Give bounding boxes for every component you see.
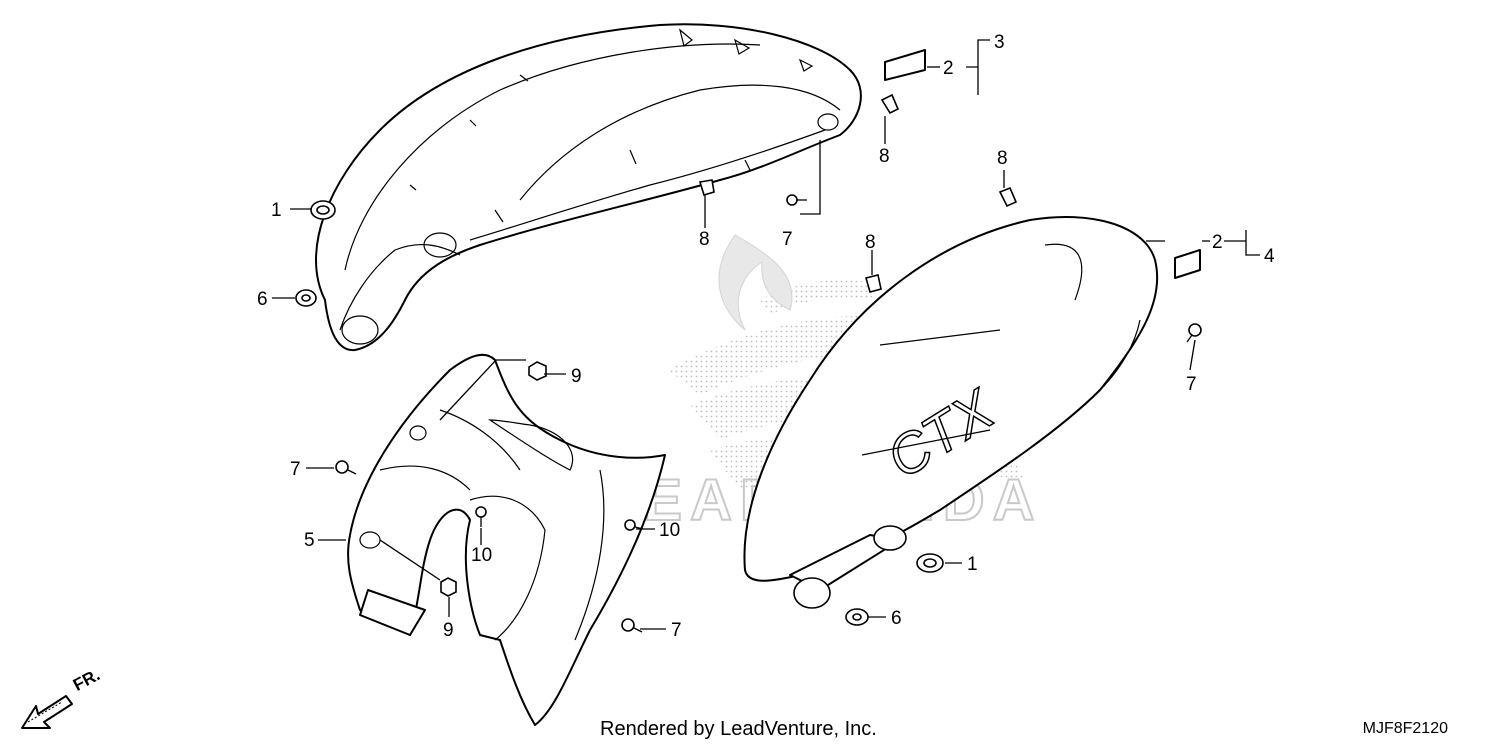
callout-1-lower[interactable]: 1	[967, 554, 978, 575]
callout-6-upper[interactable]: 6	[257, 289, 268, 310]
callout-8-upper[interactable]: 8	[879, 146, 890, 167]
right-side-cover-part-4[interactable]: CTX	[743, 216, 1201, 609]
grommet-hole-icon	[316, 205, 330, 215]
hardware	[295, 93, 1202, 633]
callout-5[interactable]: 5	[304, 530, 315, 551]
nut-icon[interactable]	[440, 577, 457, 597]
leader-lines	[272, 39, 1260, 630]
screw-icon[interactable]	[335, 460, 357, 475]
grommet-hole-icon	[923, 558, 937, 568]
clip-icon[interactable]	[698, 179, 715, 196]
center-lower-cover-part-5[interactable]	[347, 353, 666, 726]
left-side-cover-part-3[interactable]	[315, 23, 926, 352]
washer-hole-icon	[852, 613, 862, 621]
clip-icon[interactable]	[865, 274, 882, 293]
callout-labels: 1 1 2 2 3 4 5 6 6 7 7 7 7 8 8 8 8 9 9 10…	[257, 32, 1275, 641]
callout-9-lower[interactable]: 9	[443, 620, 454, 641]
clip-icon[interactable]	[880, 93, 900, 115]
callout-9-upper[interactable]: 9	[571, 366, 582, 387]
diagram-code: MJF8F2120	[1362, 720, 1448, 737]
clip-icon[interactable]	[998, 186, 1018, 208]
screw-icon[interactable]	[786, 194, 807, 206]
callout-1-upper[interactable]: 1	[271, 200, 282, 221]
callout-10-right[interactable]: 10	[659, 520, 680, 541]
callout-2-right[interactable]: 2	[1212, 232, 1223, 253]
callout-8-left[interactable]: 8	[699, 229, 710, 250]
callout-4[interactable]: 4	[1264, 246, 1275, 267]
callout-2-upper[interactable]: 2	[943, 58, 954, 79]
callout-7-left[interactable]: 7	[290, 459, 301, 480]
callout-8-middle[interactable]: 8	[865, 232, 876, 253]
callout-7-upper[interactable]: 7	[782, 229, 793, 250]
callout-10-left[interactable]: 10	[471, 545, 492, 566]
washer-hole-icon	[301, 294, 311, 302]
screw-icon[interactable]	[624, 519, 644, 531]
screw-icon[interactable]	[621, 618, 643, 633]
callout-7-lower[interactable]: 7	[671, 620, 682, 641]
callout-3[interactable]: 3	[994, 32, 1005, 53]
screw-icon[interactable]	[1186, 323, 1202, 343]
callout-8-right[interactable]: 8	[997, 148, 1008, 169]
front-arrow-icon	[21, 695, 73, 729]
nut-icon[interactable]	[528, 361, 547, 381]
callout-6-lower[interactable]: 6	[891, 608, 902, 629]
render-credit: Rendered by LeadVenture, Inc.	[600, 718, 877, 740]
screw-icon[interactable]	[475, 506, 487, 527]
callout-7-right[interactable]: 7	[1186, 374, 1197, 395]
